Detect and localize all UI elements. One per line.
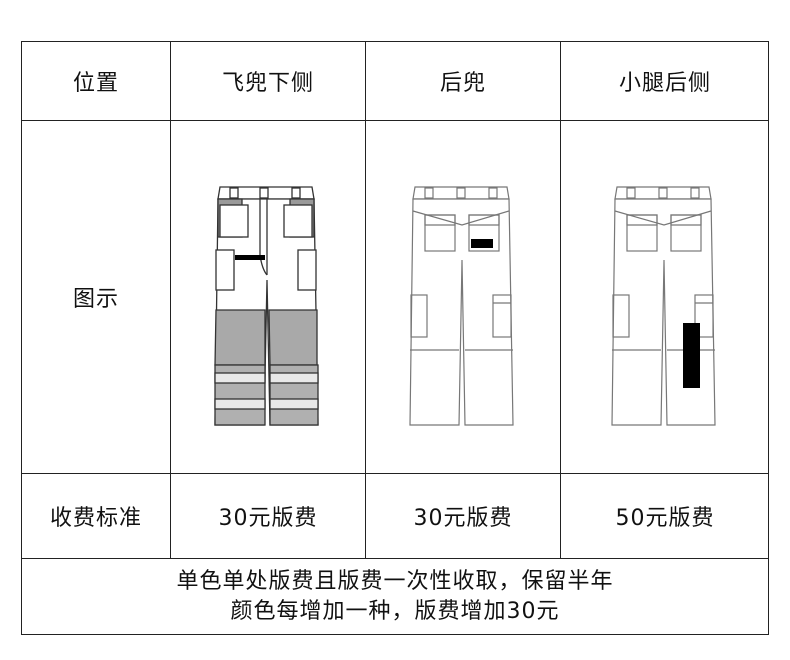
header-back-pocket: 后兜 — [439, 71, 486, 96]
header-calf-back: 小腿后侧 — [618, 71, 711, 96]
price-table: 位置 飞兜下侧 后兜 小腿后侧 图示 — [21, 41, 769, 635]
pants-front-reflective-icon — [214, 186, 319, 426]
fee-row-label: 收费标准 — [49, 506, 142, 531]
column-divider — [560, 42, 561, 558]
fee-note-line-1: 单色单处版费且版费一次性收取，保留半年 — [176, 569, 614, 594]
fee-note: 单色单处版费且版费一次性收取，保留半年 颜色每增加一种，版费增加30元 — [22, 559, 768, 635]
column-divider — [170, 42, 171, 558]
fee-back-pocket: 30元版费 — [413, 506, 513, 531]
row-divider — [22, 120, 768, 121]
row-divider — [22, 473, 768, 474]
fee-fly-pocket-lower: 30元版费 — [218, 506, 318, 531]
row-divider — [22, 558, 768, 559]
fee-note-line-2: 颜色每增加一种，版费增加30元 — [230, 599, 560, 624]
illustration-row-label: 图示 — [72, 287, 119, 312]
column-divider — [365, 42, 366, 558]
pants-back-calf-mark-icon — [611, 186, 716, 426]
fee-calf-back: 50元版费 — [615, 506, 715, 531]
header-position-label: 位置 — [72, 71, 119, 96]
header-fly-pocket-lower: 飞兜下侧 — [221, 71, 314, 96]
pants-back-pocket-mark-icon — [409, 186, 514, 426]
